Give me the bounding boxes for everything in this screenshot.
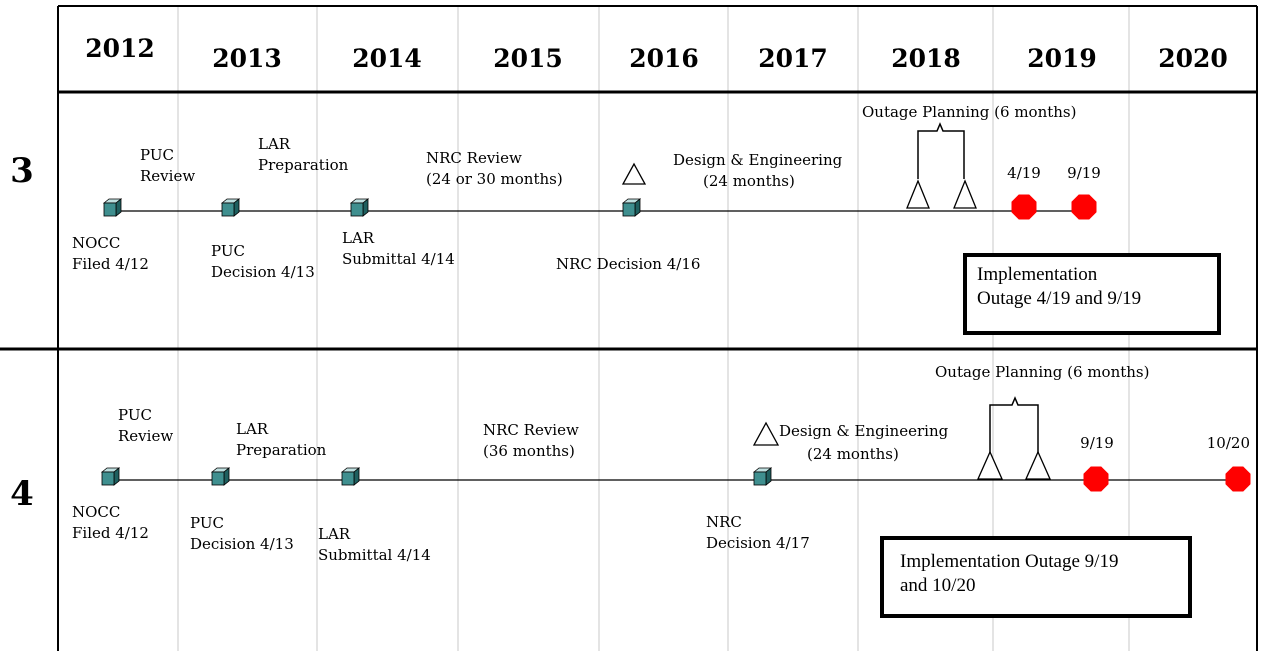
year-2016: 2016	[629, 44, 699, 73]
unit-3-milestone-2-label-line-1: PUC	[211, 242, 245, 260]
year-2017: 2017	[758, 44, 828, 73]
unit-3-planning-end-triangle	[953, 179, 977, 209]
unit-4-outage-2-marker	[1225, 466, 1251, 492]
year-2019: 2019	[1027, 44, 1097, 73]
unit-4-milestone-4-label-line-2: Decision 4/17	[706, 534, 810, 552]
unit-3-phase-2-label-line-1: LAR	[258, 135, 291, 153]
unit-3-phase-2-label-line-2: Preparation	[258, 156, 349, 174]
unit-4-implementation-box: Implementation Outage 9/19 and 10/20	[880, 536, 1192, 618]
unit-4-phase-2-label-line-2: Preparation	[236, 441, 327, 459]
unit-4-outage-planning-label: Outage Planning (6 months)	[935, 363, 1149, 381]
unit-4-milestone-4	[752, 467, 773, 486]
unit-3-phase-4-duration: (24 months)	[703, 172, 795, 190]
unit-3-milestone-2	[220, 198, 241, 217]
unit-4-implementation-line-2: and 10/20	[900, 575, 976, 596]
unit-4-phase-1-label-line-2: Review	[118, 427, 173, 445]
unit-3-outage-2-label: 9/19	[1067, 164, 1101, 182]
unit-4-outage-1-label: 9/19	[1080, 434, 1114, 452]
unit-4-planning-start-triangle	[976, 450, 1004, 480]
year-header: 2012 2013 2014 2015 2016 2017 2018 2019 2020	[85, 34, 1228, 73]
unit-3-milestone-2-label-line-2: Decision 4/13	[211, 263, 315, 281]
unit-4-milestone-3-label-line-2: Submittal 4/14	[318, 546, 431, 564]
year-2020: 2020	[1158, 44, 1228, 73]
unit-4-phase-4-duration: (24 months)	[807, 445, 899, 463]
unit-3-phase-1-label-line-1: PUC	[140, 146, 174, 164]
unit-3-phase-1-label-line-2: Review	[140, 167, 195, 185]
unit-4-milestone-2-label-line-2: Decision 4/13	[190, 535, 294, 553]
unit-3-outage-2-marker	[1071, 194, 1097, 220]
unit-3-planning-start-triangle	[906, 179, 930, 209]
unit-3-milestone-1-label-line-1: NOCC	[72, 234, 120, 252]
unit-3-implementation-line-2: Outage 4/19 and 9/19	[977, 288, 1142, 309]
unit-3-phase-4-title-line-1: Design & Engineering	[673, 151, 843, 169]
unit-4-milestone-1-label-line-2: Filed 4/12	[72, 524, 149, 542]
unit-4-milestone-2-label-line-1: PUC	[190, 514, 224, 532]
unit-4-phase-1-label-line-1: PUC	[118, 406, 152, 424]
unit-3-outage-planning-bracket	[917, 122, 965, 179]
unit-3-implementation-box: Implementation Outage 4/19 and 9/19	[963, 253, 1221, 335]
unit-4-outage-2-label: 10/20	[1207, 434, 1250, 452]
unit-4-phase-3-label-line-2: (36 months)	[483, 442, 575, 460]
unit-3-outage-planning-label: Outage Planning (6 months)	[862, 103, 1076, 121]
unit-3-milestone-3-label-line-1: LAR	[342, 229, 375, 247]
unit-3-outage-1-label: 4/19	[1007, 164, 1041, 182]
unit-3-milestone-3	[349, 198, 370, 217]
year-2018: 2018	[891, 44, 961, 73]
unit-4-milestone-4-label-line-1: NRC	[706, 513, 742, 531]
year-2014: 2014	[352, 44, 422, 73]
unit-4-phase-4-title: Design & Engineering	[779, 422, 949, 440]
year-2015: 2015	[493, 44, 563, 73]
diagram-frame	[0, 5, 1258, 651]
unit-4-phase-2-label-line-1: LAR	[236, 420, 269, 438]
unit-4-milestone-3-label-line-1: LAR	[318, 525, 351, 543]
year-grid	[177, 6, 1130, 651]
unit-4-planning-end-triangle	[1024, 450, 1052, 480]
unit-3-label: 3	[10, 151, 34, 191]
unit-4-outage-1-marker	[1083, 466, 1109, 492]
unit-3-milestone-4	[621, 198, 642, 217]
unit-4-milestone-1-label-line-1: NOCC	[72, 503, 120, 521]
unit-4-milestone-2	[210, 467, 231, 486]
unit-4-design-start-triangle	[752, 421, 780, 446]
unit-3-milestone-3-label-line-2: Submittal 4/14	[342, 250, 455, 268]
unit-3-phase-3-label-line-2: (24 or 30 months)	[426, 170, 563, 188]
unit-4-milestone-3	[340, 467, 361, 486]
unit-3-milestone-1-label-line-2: Filed 4/12	[72, 255, 149, 273]
unit-4-label: 4	[10, 474, 34, 514]
unit-3-design-start-triangle	[621, 162, 647, 185]
unit-3-milestone-4-label-line-1: NRC Decision 4/16	[556, 255, 700, 273]
year-2012: 2012	[85, 34, 155, 63]
unit-4-phase-3-label-line-1: NRC Review	[483, 421, 579, 439]
unit-3-implementation-line-1: Implementation	[977, 264, 1098, 285]
unit-4-implementation-line-1: Implementation Outage 9/19	[900, 551, 1119, 572]
unit-3-outage-1-marker	[1011, 194, 1037, 220]
unit-4-outage-planning-bracket	[989, 396, 1039, 453]
unit-4-milestone-1	[100, 467, 121, 486]
unit-3-milestone-1	[102, 198, 123, 217]
unit-3-phase-3-label-line-1: NRC Review	[426, 149, 522, 167]
year-2013: 2013	[212, 44, 282, 73]
